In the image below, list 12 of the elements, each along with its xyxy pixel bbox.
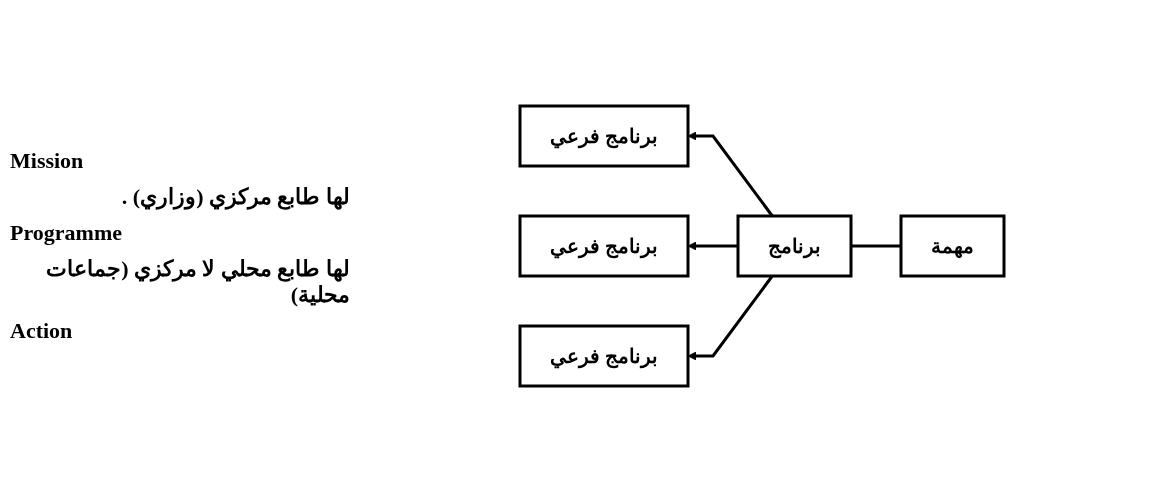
note-text: لها طابع محلي لا مركزي (جماعات محلية) [45,255,350,308]
node-box: مهمة [899,214,1005,277]
arrow [687,241,738,250]
node-box: برنامج [736,214,852,277]
note-text: Programme [10,219,123,246]
node-box: برنامج فرعي [518,214,689,277]
node-box: برنامج فرعي [518,104,689,167]
connector [850,244,901,247]
note-text: Mission [10,147,85,174]
note-text: Action [10,317,74,344]
note-text: لها طابع مركزي (وزاري) . [120,183,350,210]
node-box: برنامج فرعي [518,324,689,387]
